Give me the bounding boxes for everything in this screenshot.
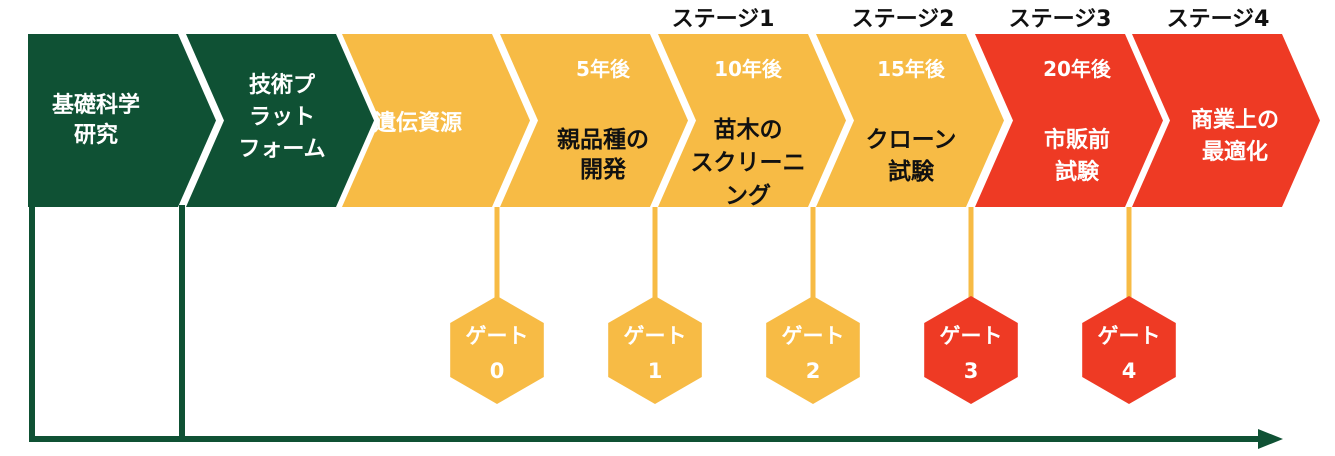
timeline-arrowhead [1258,429,1283,449]
gate-number: 3 [964,359,979,383]
chevron-label-line: 開発 [580,157,627,183]
stage-label-3: ステージ3 [1009,7,1112,32]
timeline-axes [29,205,1283,449]
chevron-label-line: 試験 [1055,159,1100,185]
stage-labels: ステージ1 ステージ2 ステージ3 ステージ4 [672,7,1270,32]
gate-number: 1 [648,359,663,383]
gate-4: ゲート 4 [1082,296,1176,404]
chevron-year-label: 20年後 [1043,57,1112,81]
gate-label: ゲート [466,324,529,348]
chevron-label-line: クローン [866,127,957,153]
chevron-step-2: 遺伝資源 [342,34,530,207]
gate-hexagon [1082,296,1176,404]
chevron-label-line: 最適化 [1202,139,1268,165]
chevron-label-line: 市販前 [1044,127,1110,153]
chevron-shape [342,34,530,207]
gate-hexagon [608,296,702,404]
stage-label-1: ステージ1 [672,7,775,32]
chevron-year-label: 10年後 [714,57,783,81]
chevron-label-line: スクリーニ [691,150,806,176]
chevron-shape [500,34,688,207]
gate-hexagon [766,296,860,404]
chevron-shape [975,34,1163,207]
gate-number: 0 [490,359,505,383]
process-chevrons: 基礎科学研究技術プラットフォーム遺伝資源5年後親品種の開発10年後苗木のスクリー… [28,34,1320,209]
stage-label-4: ステージ4 [1167,7,1270,32]
gate-3: ゲート 3 [924,296,1018,404]
chevron-label-line: 研究 [74,122,118,148]
stage-label-2: ステージ2 [852,7,955,32]
gate-label: ゲート [624,324,687,348]
chevron-shape [816,34,1004,207]
chevron-label-line: 技術プ [249,72,316,98]
chevron-label-line: ラット [249,105,315,130]
chevron-shape [658,34,846,207]
chevron-label-line: 親品種の [557,127,649,153]
gate-2: ゲート 2 [766,296,860,404]
chevron-label-line: 基礎科学 [52,92,140,118]
chevron-label-line: 試験 [888,158,935,185]
gate-label: ゲート [782,324,845,348]
gate-hexagon [450,296,544,404]
chevron-year-label: 5年後 [576,57,631,81]
gate-hexagon [924,296,1018,404]
gate-0: ゲート 0 [450,296,544,404]
chevron-shape [186,34,374,207]
gate-number: 4 [1122,359,1137,383]
gate-label: ゲート [940,324,1003,348]
chevron-label-line: フォーム [238,137,325,162]
chevron-year-label: 15年後 [877,57,946,81]
gate-1: ゲート 1 [608,296,702,404]
chevron-label-line: ング [725,182,771,209]
decision-gates: ゲート 0 ゲート 1 ゲート 2 ゲート 3 ゲート 4 [450,296,1176,404]
chevron-shape [1132,34,1320,207]
gate-connectors [494,207,1132,300]
gate-label: ゲート [1098,324,1161,348]
chevron-shape [28,34,216,207]
chevron-label-line: 遺伝資源 [374,110,462,136]
chevron-label-line: 苗木の [714,117,783,143]
chevron-label-line: 商業上の [1191,107,1279,133]
gate-number: 2 [806,359,821,383]
